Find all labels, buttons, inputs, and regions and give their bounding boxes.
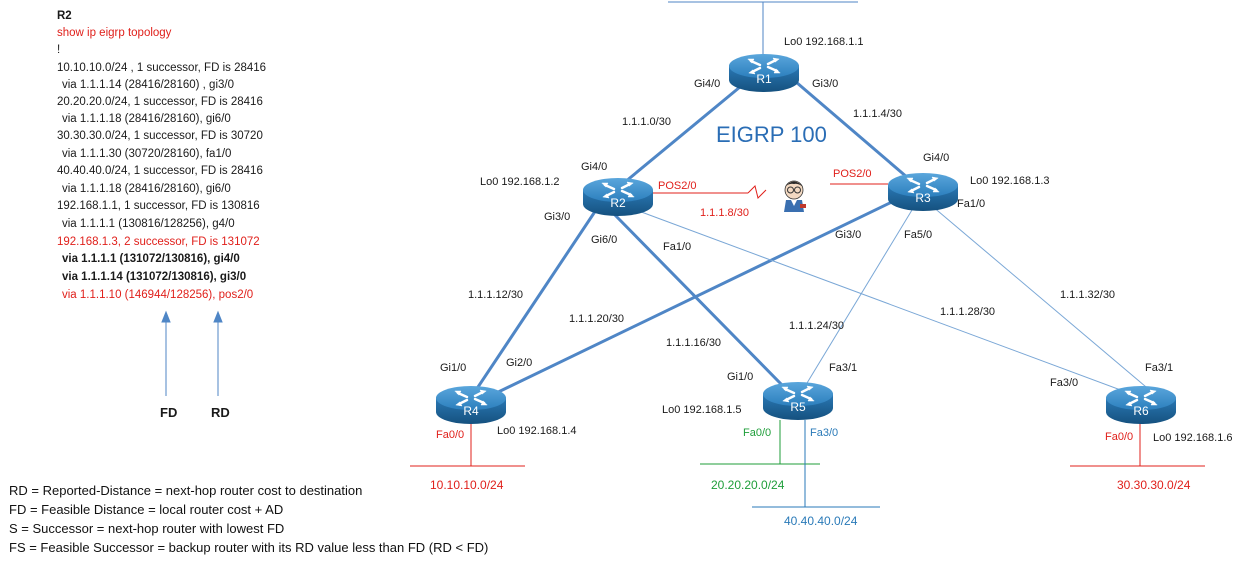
subnet-label: 1.1.1.16/30	[666, 337, 722, 349]
cli-line: via 1.1.1.18 (28416/28160), gi6/0	[62, 183, 231, 195]
cli-line-successor: via 1.1.1.14 (131072/130816), gi3/0	[62, 271, 247, 283]
r2-pos20-label: POS2/0	[658, 180, 697, 192]
lan-10-label: 10.10.10.0/24	[430, 478, 504, 492]
link-r2-r6	[635, 209, 1127, 393]
router-r6-name: R6	[1133, 404, 1149, 418]
r1-gi30-label: Gi3/0	[812, 78, 839, 90]
lan-20-label: 20.20.20.0/24	[711, 478, 785, 492]
person-icon	[784, 180, 806, 212]
fd-arrow-head	[161, 310, 171, 323]
subnet-label: 1.1.1.20/30	[569, 313, 625, 325]
cli-line: 10.10.10.0/24 , 1 successor, FD is 28416	[57, 62, 267, 74]
subnet-label: 1.1.1.12/30	[468, 289, 524, 301]
cli-line-successor: via 1.1.1.1 (131072/130816), gi4/0	[62, 253, 240, 265]
r4-gi20-label: Gi2/0	[506, 357, 533, 369]
r4-loopback: Lo0 192.168.1.4	[497, 425, 577, 437]
subnet-label: 1.1.1.28/30	[940, 306, 996, 318]
r2-fa10-label: Fa1/0	[663, 241, 692, 253]
link-break-icon	[747, 185, 767, 199]
r2-gi60-label: Gi6/0	[591, 234, 618, 246]
cli-line: 20.20.20.0/24, 1 successor, FD is 28416	[57, 96, 263, 108]
cli-line: via 1.1.1.30 (30720/28160), fa1/0	[62, 148, 232, 160]
cli-line: via 1.1.1.18 (28416/28160), gi6/0	[62, 113, 231, 125]
r3-fa50-label: Fa5/0	[904, 229, 933, 241]
subnet-label: 1.1.1.4/30	[853, 108, 902, 120]
r2-gi40-label: Gi4/0	[581, 161, 608, 173]
r6-fa31-label: Fa3/1	[1145, 362, 1174, 374]
cli-line: 192.168.1.1, 1 successor, FD is 130816	[57, 200, 260, 212]
router-r5-name: R5	[790, 400, 806, 414]
r6-fa00-label: Fa0/0	[1105, 431, 1134, 443]
legend-line: S = Successor = next-hop router with low…	[9, 521, 285, 536]
diagram-title: EIGRP 100	[716, 122, 827, 147]
lan-40-label: 40.40.40.0/24	[784, 514, 858, 528]
cli-device-name: R2	[57, 10, 72, 22]
link-r1-r3	[794, 80, 910, 180]
r5-fa31-label: Fa3/1	[829, 362, 858, 374]
r3-gi30-label: Gi3/0	[835, 229, 862, 241]
router-r1-name: R1	[756, 72, 772, 86]
legend-line: FS = Feasible Successor = backup router …	[9, 540, 489, 555]
subnet-label: 1.1.1.24/30	[789, 320, 845, 332]
cli-line-highlight: 192.168.1.3, 2 successor, FD is 131072	[57, 236, 260, 248]
cli-separator: !	[57, 44, 61, 56]
r2-loopback: Lo0 192.168.1.2	[480, 176, 560, 188]
legend-line: RD = Reported-Distance = next-hop router…	[9, 483, 363, 498]
cli-line: 40.40.40.0/24, 1 successor, FD is 28416	[57, 165, 263, 177]
r5-loopback: Lo0 192.168.1.5	[662, 404, 742, 416]
cli-line: via 1.1.1.14 (28416/28160) , gi3/0	[62, 79, 234, 91]
r5-fa00-label: Fa0/0	[743, 427, 772, 439]
rd-arrow-head	[213, 310, 223, 323]
r3-pos20-label: POS2/0	[833, 168, 872, 180]
router-r3-name: R3	[915, 191, 931, 205]
cli-line-feasible: via 1.1.1.10 (146944/128256), pos2/0	[62, 289, 254, 301]
link-r3-r4	[488, 198, 898, 398]
r6-loopback: Lo0 192.168.1.6	[1153, 432, 1233, 444]
r3-fa10-label: Fa1/0	[957, 198, 986, 210]
r3-loopback: Lo0 192.168.1.3	[970, 175, 1050, 187]
router-r4-name: R4	[463, 404, 479, 418]
legend-line: FD = Feasible Distance = local router co…	[9, 502, 284, 517]
link-r3-r6	[931, 205, 1153, 393]
r1-gi40-label: Gi4/0	[694, 78, 721, 90]
router-r2-name: R2	[610, 196, 626, 210]
cli-line: via 1.1.1.1 (130816/128256), g4/0	[62, 218, 235, 230]
subnet-label-pos: 1.1.1.8/30	[700, 207, 749, 219]
r3-gi40-label: Gi4/0	[923, 152, 950, 164]
fd-label: FD	[160, 405, 178, 420]
r1-loopback: Lo0 192.168.1.1	[784, 36, 864, 48]
cli-line: 30.30.30.0/24, 1 successor, FD is 30720	[57, 130, 263, 142]
link-r1-r2	[623, 80, 748, 184]
link-r3-r5	[803, 209, 913, 389]
rd-label: RD	[211, 405, 230, 420]
r5-fa30-label: Fa3/0	[810, 427, 839, 439]
r4-fa00-label: Fa0/0	[436, 429, 465, 441]
link-r2-r4	[474, 208, 598, 392]
cli-command: show ip eigrp topology	[57, 27, 172, 39]
lan-30-label: 30.30.30.0/24	[1117, 478, 1191, 492]
r5-gi10-label: Gi1/0	[727, 371, 754, 383]
r6-fa30-label: Fa3/0	[1050, 377, 1079, 389]
subnet-label: 1.1.1.32/30	[1060, 289, 1116, 301]
subnet-label: 1.1.1.0/30	[622, 116, 671, 128]
r4-gi10-label: Gi1/0	[440, 362, 467, 374]
r2-gi30-label: Gi3/0	[544, 211, 571, 223]
link-r2-r5	[612, 212, 784, 387]
